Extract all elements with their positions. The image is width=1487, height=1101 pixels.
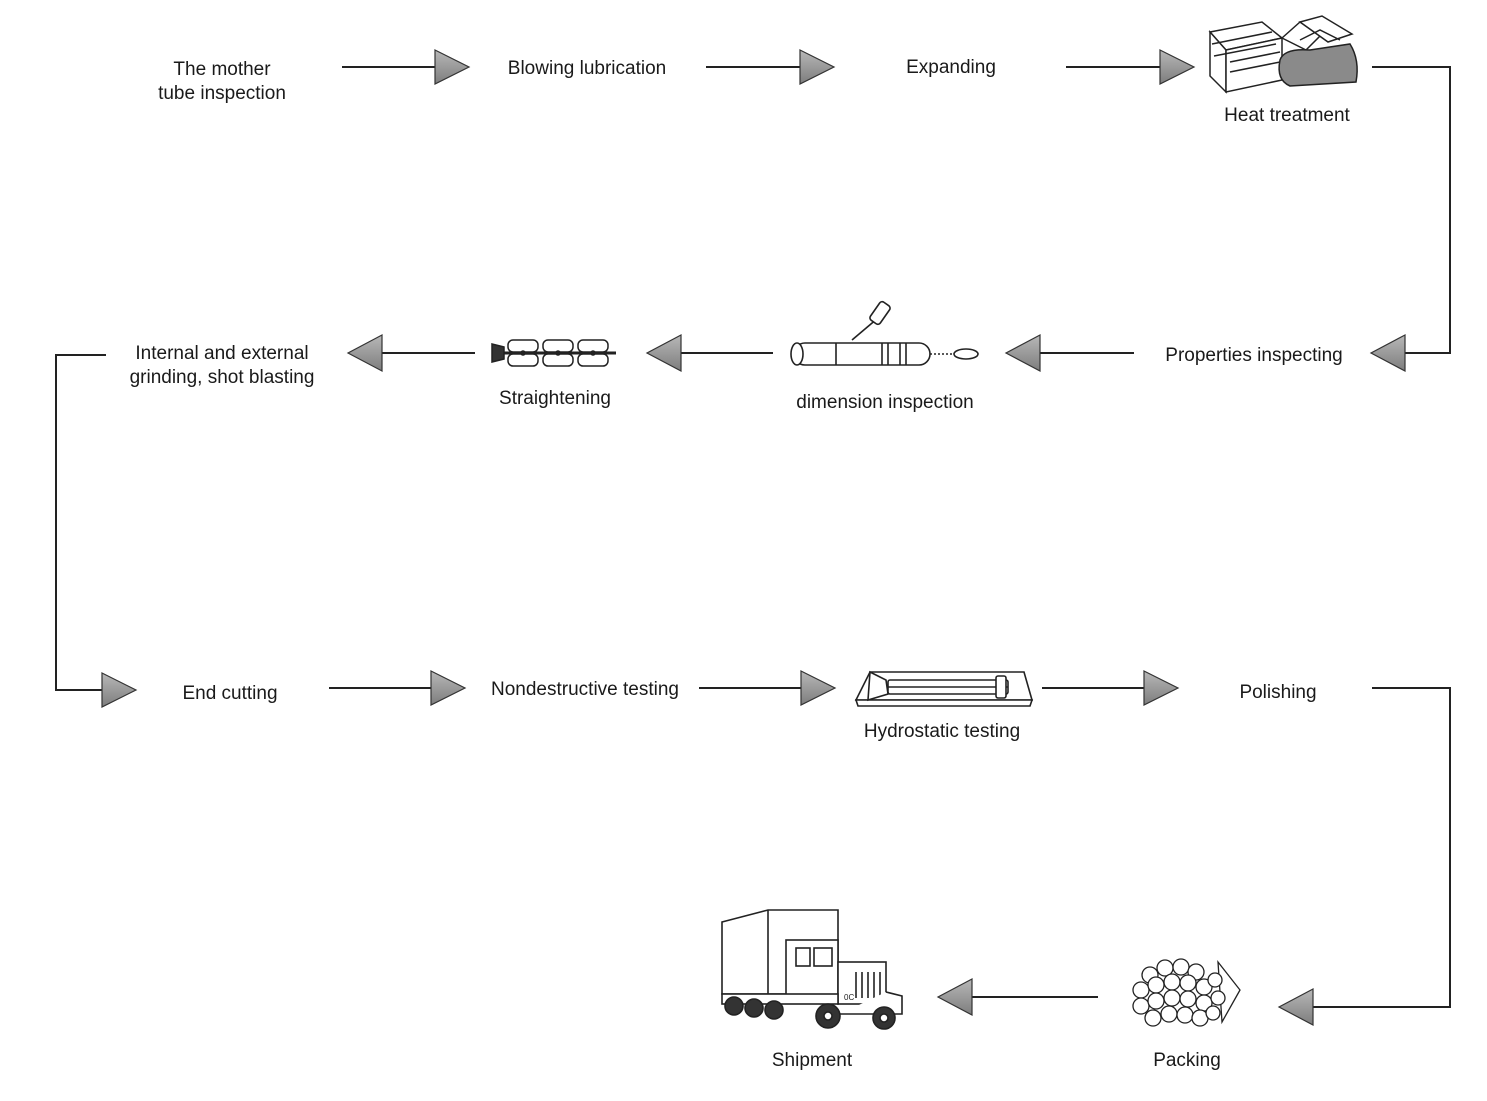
step-nondestructive-testing: Nondestructive testing [491, 679, 679, 700]
step-mother-tube-line2: tube inspection [158, 83, 286, 104]
step-hydrostatic-testing: Hydrostatic testing [863, 721, 1021, 742]
step-polishing: Polishing [1239, 682, 1317, 703]
arrow-left-icon [1369, 334, 1406, 372]
step-expanding: Expanding [906, 57, 996, 78]
arrow-left-icon [1277, 988, 1314, 1026]
arrow-left-icon [645, 334, 682, 372]
step-mother-tube-line1: The mother [173, 59, 271, 80]
step-properties-inspecting: Properties inspecting [1165, 345, 1343, 366]
step-dimension-inspection: dimension inspection [796, 392, 974, 413]
arrow-right-icon [800, 670, 837, 706]
arrow-left-icon [936, 978, 973, 1016]
svg-text:0C: 0C [844, 993, 854, 1002]
arrow-right-icon [1143, 670, 1180, 706]
step-heat-treatment: Heat treatment [1224, 105, 1350, 126]
step-blowing-lubrication: Blowing lubrication [507, 58, 667, 79]
heat-treatment-furnace-icon [1208, 15, 1358, 94]
truck-icon: 0C [721, 909, 903, 1030]
arrow-right-icon [430, 670, 467, 706]
step-shipment: Shipment [771, 1050, 853, 1071]
arrow-right-icon [101, 672, 138, 708]
arrow-right-icon [799, 49, 836, 85]
straightening-rollers-icon [491, 339, 616, 367]
step-end-cutting: End cutting [182, 683, 278, 704]
hydrostatic-bench-icon [854, 670, 1034, 707]
step-grinding-line1: Internal and external [135, 343, 309, 364]
arrow-left-icon [346, 334, 383, 372]
arrow-right-icon [434, 49, 471, 85]
step-packing: Packing [1153, 1050, 1221, 1071]
step-grinding-line2: grinding, shot blasting [129, 367, 315, 388]
connector-lines [55, 66, 1451, 1008]
step-straightening: Straightening [499, 388, 611, 409]
dimension-probe-icon [790, 300, 979, 366]
arrow-right-icon [1159, 49, 1196, 85]
arrow-heads [101, 49, 1406, 1026]
arrow-left-icon [1004, 334, 1041, 372]
pipe-bundle-icon [1132, 958, 1241, 1027]
